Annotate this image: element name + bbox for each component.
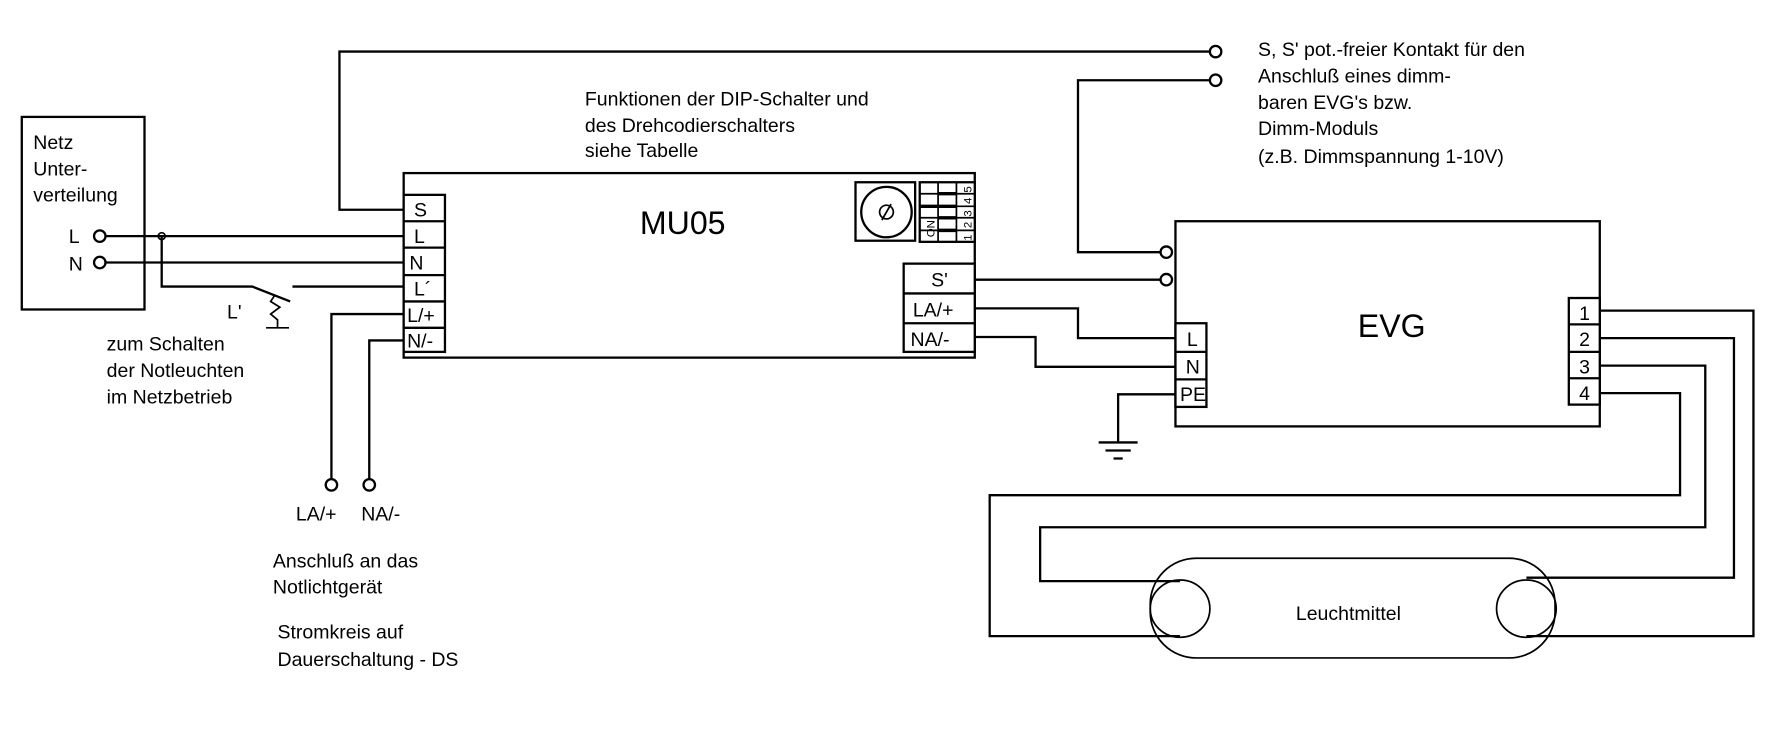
output-note: Notlichtgerät — [273, 577, 383, 599]
la-label: LA/+ — [296, 503, 337, 525]
evg-dim-terminal-icon — [1159, 245, 1174, 260]
dip-number: 2 — [962, 222, 974, 228]
dip-number: 3 — [962, 210, 974, 216]
terminal-label: PE — [1180, 384, 1206, 406]
lamp-tube: Leuchtmittel — [1149, 557, 1558, 659]
na-label: NA/- — [361, 503, 400, 525]
mu05-left-terminal-block: S L N L´ L/+ N/- — [402, 193, 447, 354]
contact-note: Dimm-Moduls — [1258, 118, 1378, 140]
terminal-label: LA/+ — [913, 299, 954, 321]
dip-note: des Drehcodierschalters — [585, 115, 795, 137]
dip-note: siehe Tabelle — [585, 140, 698, 162]
switch-note: zum Schalten — [107, 334, 225, 356]
terminal-label: 1 — [1579, 303, 1590, 325]
output-wires: LA/+ NA/- Anschluß an das Notlichtgerät … — [273, 312, 459, 671]
netz-l-label: L — [69, 226, 80, 248]
terminal-label: L — [414, 226, 425, 248]
output-note: Dauerschaltung - DS — [278, 649, 459, 671]
contact-note: Anschluß eines dimm- — [1258, 66, 1451, 88]
mu05-right-terminal-block: S' LA/+ NA/- — [902, 262, 976, 354]
evg-ballast: EVG L N PE 1 2 3 4 — [1174, 220, 1601, 428]
dip-number: 5 — [962, 186, 974, 192]
terminal-label: L´ — [414, 279, 431, 301]
lamp-label: Leuchtmittel — [1296, 603, 1401, 625]
dip-number: 1 — [962, 234, 974, 240]
switch-actuator-icon — [266, 294, 289, 329]
switch-note: der Notleuchten — [107, 360, 245, 382]
terminal-label: N — [1186, 357, 1200, 379]
evg-title: EVG — [1358, 308, 1426, 344]
netz-label: verteilung — [33, 185, 118, 207]
terminal-label: N — [409, 252, 423, 274]
dip-note: Funktionen der DIP-Schalter und — [585, 88, 869, 110]
terminal-label: 2 — [1579, 329, 1590, 351]
terminal-label: S — [414, 200, 427, 222]
dip-number: 4 — [962, 197, 974, 204]
dip-switch[interactable]: ON 5 4 3 2 1 — [918, 181, 976, 243]
terminal-s-icon — [1208, 44, 1223, 59]
terminal-label: NA/- — [911, 329, 950, 351]
netz-n-label: N — [69, 254, 83, 276]
mu05-module: MU05 S L N L´ L/+ N/- ON 5 4 3 2 1 — [402, 171, 976, 359]
terminal-label: L/+ — [407, 305, 435, 327]
contact-note: baren EVG's bzw. — [1258, 92, 1412, 114]
evg-dim-terminal-icon — [1159, 272, 1174, 287]
terminal-na-icon — [362, 477, 377, 492]
mu05-title: MU05 — [640, 205, 726, 241]
terminal-label: 3 — [1579, 357, 1590, 379]
rotary-coding-switch[interactable] — [854, 181, 917, 242]
terminal-label: 4 — [1579, 383, 1590, 405]
terminal-label: S' — [931, 270, 948, 292]
ground-icon — [1098, 393, 1176, 460]
netz-label: Unter- — [33, 158, 87, 180]
terminal-label: L — [1187, 329, 1198, 351]
contact-wires: S, S' pot.-freier Kontakt für den Anschl… — [338, 39, 1525, 287]
netz-unterverteilung: Netz Unter- verteilung L N — [20, 115, 146, 311]
terminal-s-prime-icon — [1208, 73, 1223, 88]
contact-note: S, S' pot.-freier Kontakt für den — [1258, 39, 1525, 61]
output-note: Stromkreis auf — [278, 621, 404, 643]
wire-na — [974, 335, 1176, 368]
switch-note: im Netzbetrieb — [107, 386, 233, 408]
switch-label: L' — [227, 302, 242, 324]
lamp-wires — [988, 309, 1755, 638]
netz-label: Netz — [33, 132, 73, 154]
terminal-la-icon — [324, 477, 339, 492]
mains-wires: L' zum Schalten der Notleuchten im Netzb… — [105, 231, 404, 408]
wire-la — [974, 307, 1176, 340]
contact-note: (z.B. Dimmspannung 1-10V) — [1258, 146, 1504, 168]
output-note: Anschluß an das — [273, 550, 418, 572]
terminal-label: N/- — [407, 330, 433, 352]
dip-on-label: ON — [926, 220, 938, 237]
